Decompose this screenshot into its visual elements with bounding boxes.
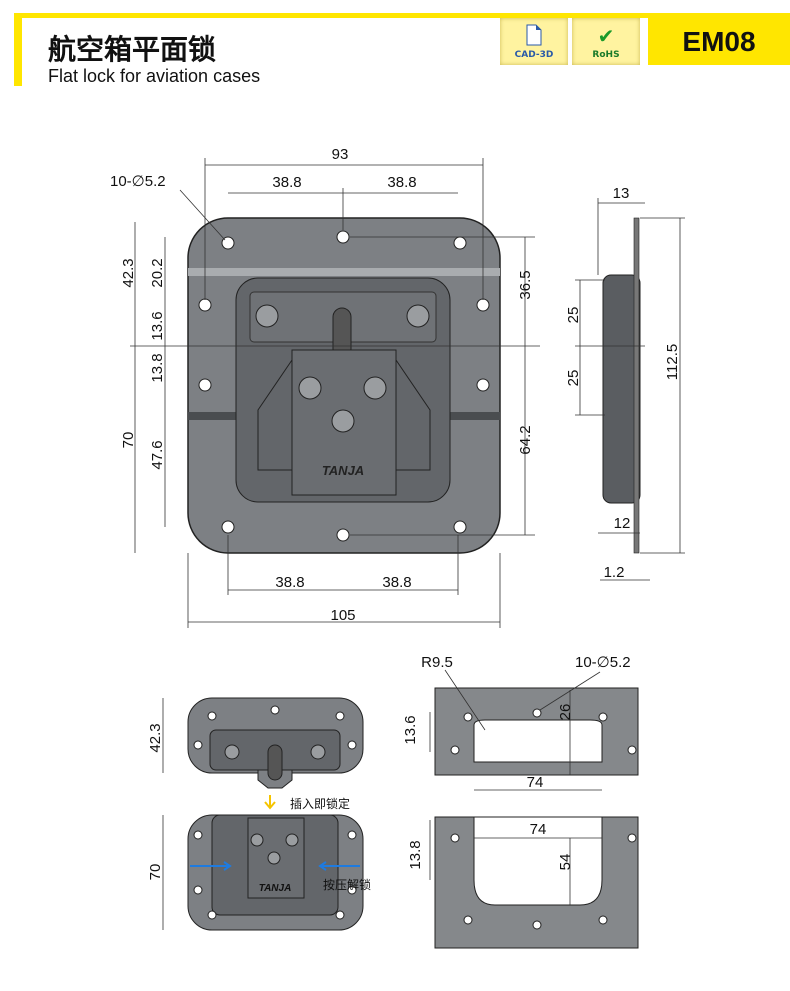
- side-view: 13 25 25 112.5 12 1.2: [565, 185, 685, 581]
- plate-highlight: [188, 268, 500, 276]
- press-unlock-label: 按压解锁: [323, 877, 371, 892]
- brand-mark: TANJA: [259, 883, 292, 894]
- brand-mark: TANJA: [322, 463, 364, 478]
- dim-20-2: 20.2: [149, 258, 166, 287]
- press-arrow-left-icon: [190, 861, 232, 871]
- press-arrow-right-icon: [318, 861, 360, 871]
- model-code: EM08: [648, 18, 790, 65]
- rivet: [363, 376, 387, 400]
- dim-38-8: 38.8: [272, 174, 301, 191]
- mounting-holes: [198, 230, 490, 542]
- insert-arrow-icon: [264, 795, 276, 810]
- dim-r9-5: R9.5: [421, 654, 453, 671]
- dim-105: 105: [330, 607, 355, 624]
- top-cutout-template: [434, 687, 639, 776]
- rivet: [255, 304, 279, 328]
- dim-12: 12: [614, 515, 631, 532]
- rohs-badge[interactable]: ✔ RoHS: [572, 18, 640, 65]
- rivet: [331, 409, 355, 433]
- usage-views: 插入即锁定 TANJA 按压解锁 42.3 70: [147, 697, 371, 931]
- dim-holes: 10-∅5.2: [575, 654, 631, 671]
- dim-13: 13: [613, 185, 630, 202]
- dim-25: 25: [565, 370, 582, 387]
- dim-38-8: 38.8: [275, 574, 304, 591]
- document-icon: [500, 24, 568, 51]
- cutout-views: R9.5 10-∅5.2 13.6 26 74 74 13.8 54: [402, 654, 639, 949]
- dim-42-3: 42.3: [120, 258, 137, 287]
- dim-70: 70: [147, 864, 164, 881]
- insert-lock-label: 插入即锁定: [290, 796, 350, 811]
- dim-holes: 10-∅5.2: [110, 173, 166, 190]
- dim-13-8: 13.8: [407, 840, 424, 869]
- dim-25: 25: [565, 307, 582, 324]
- accent-bar-top: [14, 13, 790, 18]
- dim-13-6: 13.6: [402, 715, 419, 744]
- dim-64-2: 64.2: [517, 425, 534, 454]
- dim-38-8: 38.8: [382, 574, 411, 591]
- dimension-lines: [130, 158, 540, 628]
- front-view: TANJA 93 38.8 38.8 10-∅5.2 42.3: [110, 146, 540, 628]
- dim-38-8: 38.8: [387, 174, 416, 191]
- checkmark-icon: ✔: [597, 24, 615, 48]
- rivet: [406, 304, 430, 328]
- dim-112-5: 112.5: [664, 344, 681, 380]
- dim-36-5: 36.5: [517, 270, 534, 299]
- side-body: [602, 274, 641, 504]
- dim-93: 93: [332, 146, 349, 163]
- dim-26: 26: [557, 704, 574, 721]
- latch-wing-left: [257, 359, 293, 471]
- latch-wing-right: [395, 359, 431, 471]
- cad-3d-badge[interactable]: CAD-3D: [500, 18, 568, 65]
- page-subtitle: Flat lock for aviation cases: [48, 66, 261, 86]
- dim-42-3: 42.3: [147, 723, 164, 752]
- badge-label: CAD-3D: [514, 50, 554, 60]
- rivet: [298, 376, 322, 400]
- side-flange: [633, 217, 640, 554]
- badge-label: RoHS: [592, 50, 620, 60]
- bottom-cutout-template: [434, 816, 639, 949]
- dim-47-6: 47.6: [149, 440, 166, 469]
- dim-70: 70: [120, 432, 137, 449]
- dim-74: 74: [530, 821, 547, 838]
- accent-bar-left: [14, 13, 22, 86]
- dim-13-6: 13.6: [149, 311, 166, 340]
- page-title: 航空箱平面锁: [48, 33, 217, 66]
- dim-1-2: 1.2: [604, 564, 625, 581]
- dim-54: 54: [557, 854, 574, 871]
- dim-13-8: 13.8: [149, 353, 166, 382]
- dim-74: 74: [527, 774, 544, 791]
